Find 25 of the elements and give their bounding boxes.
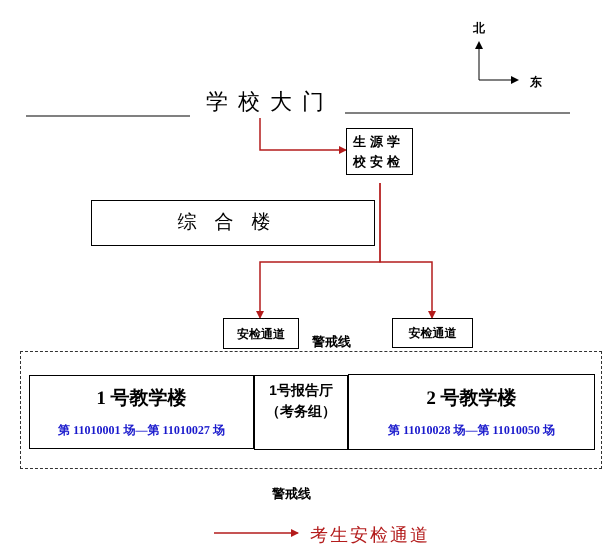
- legend-label: 考生安检通道: [310, 524, 430, 547]
- building-box: [254, 375, 348, 450]
- building-box: [91, 200, 375, 246]
- node-text: 安检通道: [237, 326, 285, 342]
- route-arrow: [379, 183, 436, 319]
- building-box: [392, 318, 473, 348]
- compass-label: 东: [530, 74, 542, 91]
- node-text: 综合楼: [178, 210, 288, 235]
- room-range: 第 11010028 场—第 11010050 场: [388, 422, 555, 440]
- building-name: 2 号教学楼: [426, 386, 517, 411]
- node-text: 1号报告厅（考务组）: [265, 381, 337, 421]
- gate-label: 学校大门: [205, 88, 334, 116]
- room-range: 第 11010001 场—第 11010027 场: [58, 422, 225, 440]
- building-box: [346, 128, 413, 175]
- building-box: [223, 318, 299, 349]
- cordon-zone: [20, 351, 602, 469]
- building-box: [29, 375, 254, 449]
- compass-label: 北: [473, 20, 485, 37]
- cordon-label: 警戒线: [272, 485, 311, 503]
- building-box: [348, 374, 595, 450]
- cordon-label: 警戒线: [312, 333, 351, 351]
- node-text: 生源学校安检: [353, 132, 405, 170]
- node-text: 安检通道: [408, 325, 456, 342]
- route-arrow: [259, 118, 347, 154]
- building-name: 1 号教学楼: [96, 386, 187, 411]
